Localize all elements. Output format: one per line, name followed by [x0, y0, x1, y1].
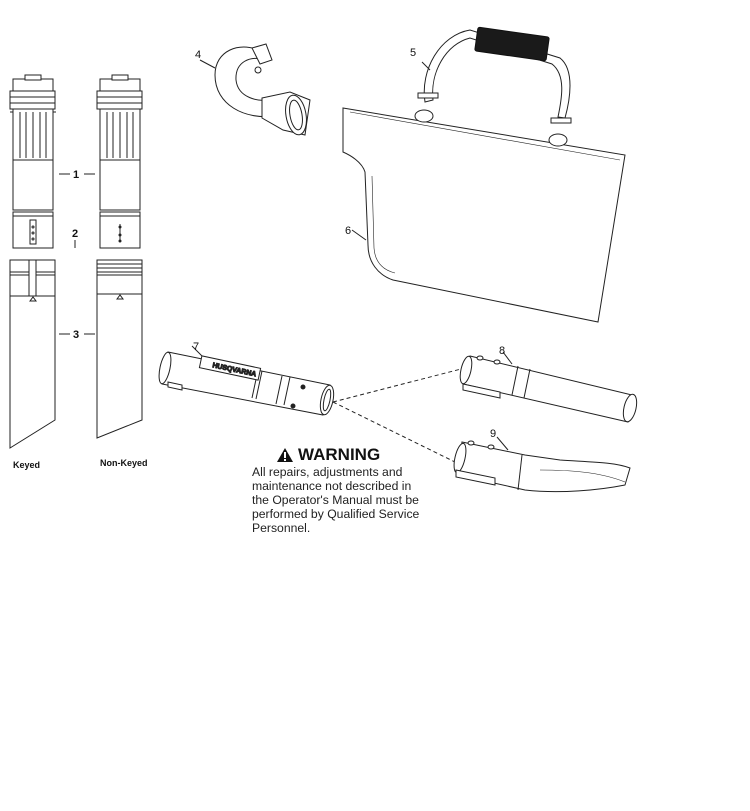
- callout-8: 8: [499, 345, 505, 357]
- keyed-tube-upper: [9, 74, 56, 211]
- straight-tube: [158, 345, 335, 416]
- flat-nozzle: [453, 436, 631, 493]
- callout-2: 2: [72, 228, 78, 240]
- warning-triangle-icon: [277, 448, 293, 462]
- warning-title: WARNING: [298, 445, 381, 464]
- callout-1: 1: [73, 169, 79, 181]
- warning-body: All repairs, adjustments and maintenance…: [252, 465, 420, 535]
- round-nozzle: [459, 351, 638, 423]
- callout-5: 5: [410, 47, 416, 59]
- keyed-tube-nozzle: [9, 259, 56, 449]
- non-keyed-tube-nozzle: [96, 259, 143, 439]
- warning-heading: WARNING: [276, 445, 452, 465]
- collection-bag: [342, 107, 626, 323]
- callout-4: 4: [195, 49, 201, 61]
- keyed-tube-coupler: [12, 211, 54, 249]
- callout-3: 3: [73, 329, 79, 341]
- callout-6: 6: [345, 225, 351, 237]
- callout-7: 7: [193, 341, 199, 353]
- non-keyed-tube-upper: [96, 74, 143, 211]
- warning-notice: WARNING All repairs, adjustments and mai…: [252, 445, 452, 535]
- callout-9: 9: [490, 428, 496, 440]
- caption-keyed: Keyed: [13, 460, 40, 470]
- caption-non-keyed: Non-Keyed: [100, 458, 148, 468]
- shoulder-strap: [417, 26, 572, 124]
- non-keyed-tube-coupler: [99, 211, 141, 249]
- elbow-part: [199, 43, 311, 136]
